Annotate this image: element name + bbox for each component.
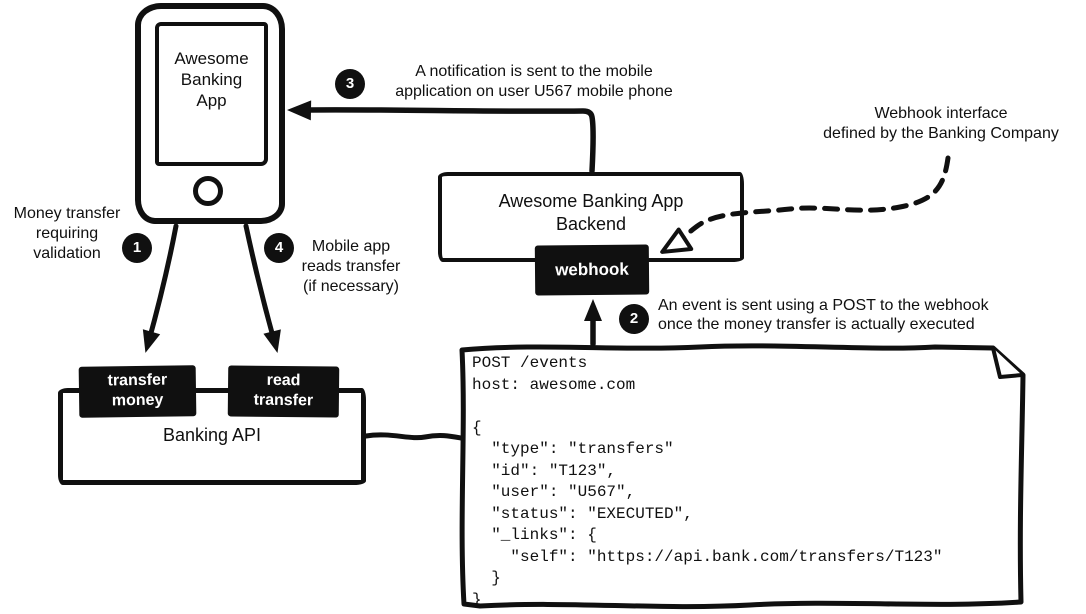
banking-api-title: Banking API <box>162 425 262 445</box>
backend-title: Awesome Banking App Backend <box>498 191 684 234</box>
webhook-endpoint-label: webhook <box>534 244 650 296</box>
webhook-interface-note: Webhook interface defined by the Banking… <box>823 105 1059 142</box>
step2-label: An event is sent using a POST to the web… <box>658 297 989 333</box>
folded-corner-icon <box>991 347 1023 379</box>
endpoint-transfer-money: transfer money <box>78 365 197 418</box>
phone-app-label: Awesome Banking App <box>174 49 249 110</box>
http-request-code: POST /events host: awesome.com { "type":… <box>472 354 943 609</box>
step4-label: Mobile app reads transfer (if necessary) <box>301 238 401 295</box>
phone-home-button <box>193 176 223 206</box>
phone-screen: Awesome Banking App <box>155 22 268 166</box>
arrowhead <box>584 299 602 321</box>
arrowhead <box>263 329 281 353</box>
mobile-phone: Awesome Banking App <box>135 3 285 224</box>
step3-label: A notification is sent to the mobile app… <box>395 63 673 100</box>
step3-badge: 3 <box>335 69 365 99</box>
banking-api-box <box>58 388 366 485</box>
arrowhead <box>142 329 161 353</box>
connector-bankingapi-request <box>363 432 464 441</box>
arrow-step2 <box>584 299 602 347</box>
arrow-step3 <box>287 100 596 174</box>
step1-label: Money transfer requiring validation <box>13 205 121 262</box>
arrowhead <box>287 100 312 121</box>
step2-badge: 2 <box>619 304 649 334</box>
endpoint-read-transfer: read transfer <box>227 365 340 418</box>
